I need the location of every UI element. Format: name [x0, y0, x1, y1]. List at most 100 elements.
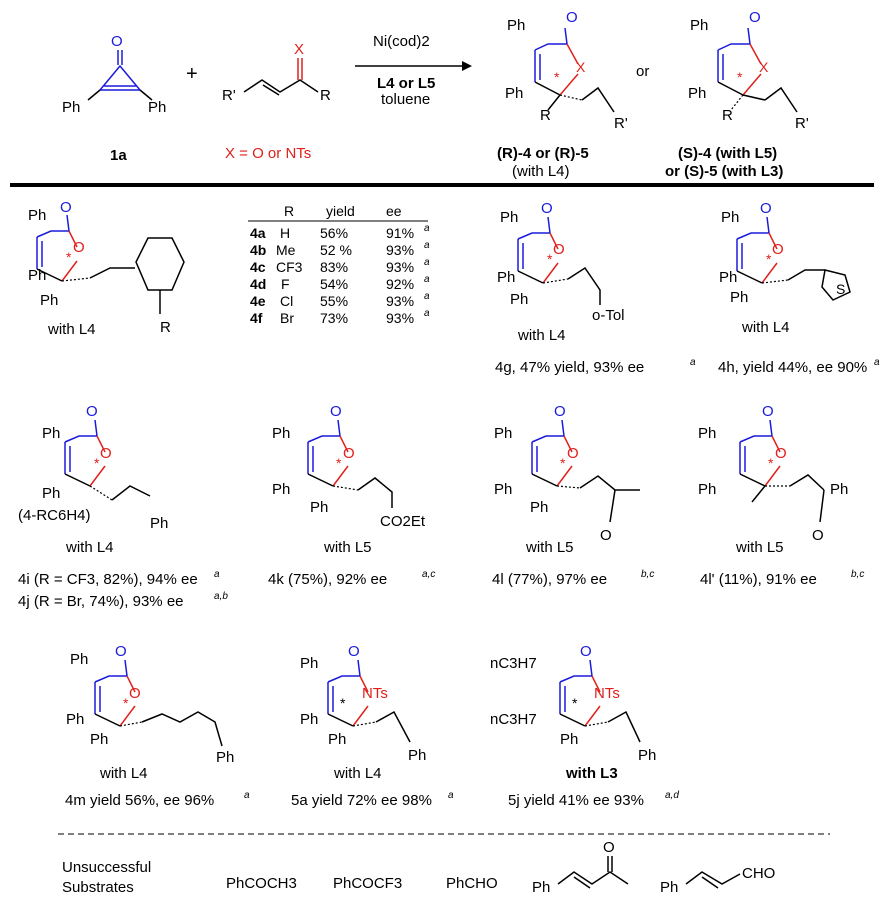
- ph: Ph: [328, 731, 346, 748]
- nts: NTs: [594, 685, 620, 702]
- ph: Ph: [70, 651, 88, 668]
- row-id: 4f: [250, 310, 263, 326]
- ph: Ph: [272, 425, 290, 442]
- caption-4m: 4m yield 56%, ee 96%: [65, 792, 214, 809]
- ph: Ph: [150, 515, 168, 532]
- ring-oxygen: O: [129, 685, 141, 702]
- note: a: [874, 357, 880, 368]
- oxygen: O: [749, 9, 761, 26]
- reactant-cyclopropenone: O Ph Ph 1a: [62, 33, 166, 164]
- row-yield: 83%: [320, 259, 348, 275]
- with-ligand: with L3: [565, 765, 618, 782]
- ligand: L4 or L5: [377, 75, 435, 92]
- with-ligand: with L5: [525, 539, 574, 556]
- note: b,c: [641, 569, 654, 580]
- stereo-star: *: [554, 69, 560, 85]
- row-r: Me: [276, 242, 296, 258]
- o-tol: o-Tol: [592, 307, 625, 324]
- ketone-oxygen: O: [812, 527, 824, 544]
- caption-4g: 4g, 47% yield, 93% ee: [495, 359, 644, 376]
- caption-4l-prime: 4l' (11%), 91% ee: [700, 571, 817, 588]
- stereo-star: *: [737, 69, 743, 85]
- compound-4i-4j: Ph O O Ph * (4-RC6H4) Ph with L4 4i (R =…: [18, 403, 228, 610]
- or-text: or: [636, 63, 649, 80]
- with-ligand: with L5: [323, 539, 372, 556]
- product-s: Ph Ph O X * R R' (S)-4 (with L5) or (S)-…: [665, 9, 809, 180]
- stereo-star: *: [336, 455, 342, 471]
- ph: Ph: [560, 731, 578, 748]
- row-r: Cl: [280, 293, 293, 309]
- ph: Ph: [638, 747, 656, 764]
- ring-oxygen: O: [775, 445, 787, 462]
- stereo-star: *: [340, 695, 346, 711]
- ph: Ph: [719, 269, 737, 286]
- product-s-caption: (S)-4 (with L5): [678, 145, 777, 162]
- with-ligand: with L5: [735, 539, 784, 556]
- ph: Ph: [507, 17, 525, 34]
- x-label: X: [576, 59, 586, 75]
- unsuccessful-substrates: Unsuccessful Substrates PhCOCH3 PhCOCF3 …: [62, 839, 775, 896]
- oxygen: O: [554, 403, 566, 420]
- ph: Ph: [497, 269, 515, 286]
- ph: Ph: [28, 267, 46, 284]
- table-row: 4c CF3 83% 93% a: [250, 257, 430, 275]
- with-ligand: with L4: [99, 765, 148, 782]
- compound-5a: Ph O NTs Ph * Ph Ph with L4 5a yield 72%…: [291, 643, 454, 809]
- product-r-caption-2: (with L4): [512, 163, 570, 180]
- stereo-star: *: [560, 455, 566, 471]
- compound-4l: Ph O O Ph * Ph O with L5 4l (77%), 97% e…: [492, 403, 654, 588]
- stereo-star: *: [66, 249, 72, 265]
- row-ee: 91%: [386, 225, 414, 241]
- ph: Ph: [300, 711, 318, 728]
- row-ee: 93%: [386, 293, 414, 309]
- ring-oxygen: O: [73, 239, 85, 256]
- oxygen: O: [115, 643, 127, 660]
- note: a: [448, 790, 454, 801]
- oxygen: O: [60, 199, 72, 216]
- note: a,d: [665, 790, 679, 801]
- ph-left: Ph: [62, 99, 80, 116]
- row-ee: 93%: [386, 259, 414, 275]
- oxygen: O: [541, 200, 553, 217]
- table-row: 4f Br 73% 93% a: [250, 308, 430, 326]
- oxygen: O: [330, 403, 342, 420]
- ring-oxygen: O: [553, 241, 565, 258]
- row-yield: 56%: [320, 225, 348, 241]
- row-note: a: [424, 240, 430, 251]
- ph: Ph: [530, 499, 548, 516]
- row-id: 4c: [250, 259, 266, 275]
- sulfur: S: [836, 281, 845, 297]
- ph: Ph: [830, 481, 848, 498]
- ring-oxygen: O: [343, 445, 355, 462]
- compound-5j: nC3H7 O NTs nC3H7 * Ph Ph with L3 5j yie…: [490, 643, 679, 809]
- row-ee: 93%: [386, 310, 414, 326]
- ph: Ph: [272, 481, 290, 498]
- row-note: a: [424, 257, 430, 268]
- caption-5a: 5a yield 72% ee 98%: [291, 792, 432, 809]
- ring-oxygen: O: [567, 445, 579, 462]
- compound-4k: Ph O O Ph * Ph CO2Et with L5 4k (75%), 9…: [268, 403, 435, 588]
- note: b,c: [851, 569, 864, 580]
- ph: Ph: [730, 289, 748, 306]
- ph: Ph: [300, 655, 318, 672]
- row-r: F: [281, 276, 290, 292]
- ph: Ph: [500, 209, 518, 226]
- ph: Ph: [494, 425, 512, 442]
- with-ligand: with L4: [47, 321, 96, 338]
- substrate-cinnamaldehyde-ph: Ph: [660, 879, 678, 896]
- stereo-star: *: [766, 251, 772, 267]
- table-row: 4e Cl 55% 93% a: [250, 291, 430, 309]
- compound-4g: Ph O O Ph * Ph o-Tol with L4 4g, 47% yie…: [495, 200, 696, 376]
- note: a: [244, 790, 250, 801]
- r-prime-label: R': [795, 115, 809, 132]
- ph: Ph: [494, 481, 512, 498]
- row-note: a: [424, 223, 430, 234]
- table-row: 4d F 54% 92% a: [250, 274, 430, 292]
- ph-right: Ph: [148, 99, 166, 116]
- substrate-benzaldehyde: PhCHO: [446, 875, 498, 892]
- x-hetero: X: [294, 41, 304, 58]
- oxygen: O: [762, 403, 774, 420]
- oxygen: O: [348, 643, 360, 660]
- unsuccessful-title-2: Substrates: [62, 879, 134, 896]
